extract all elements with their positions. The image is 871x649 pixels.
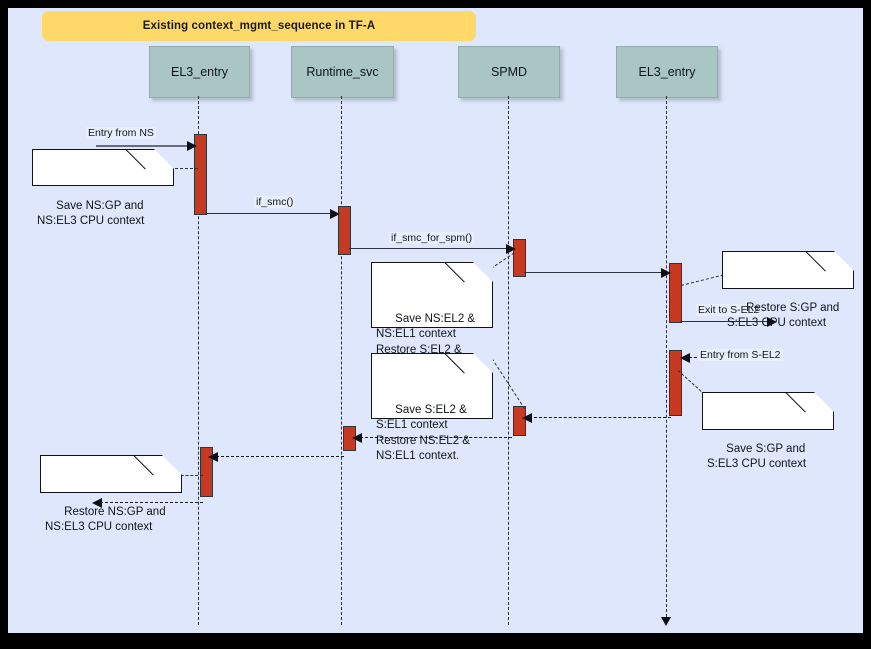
activation-runtime-svc-1 (338, 206, 351, 255)
note-save-s-gp: Save S:GP and S:EL3 CPU context (702, 392, 834, 470)
message-entry-from-ns-arrow-icon (187, 141, 197, 151)
participant-el3-entry-right[interactable]: EL3_entry (616, 46, 718, 98)
note-connector-2 (490, 252, 515, 269)
note-fold-icon (154, 149, 174, 169)
lifeline-spmd (508, 96, 509, 625)
message-if-smc-for-spm-line (349, 248, 511, 249)
message-spmd-to-el3-right-arrow-icon (661, 268, 671, 278)
note-fold-icon (473, 353, 493, 373)
message-spmd-to-el3-right-line (524, 272, 667, 273)
diagram-title: Existing context_mgmt_sequence in TF-A (142, 20, 376, 32)
message-entry-from-ns-line (96, 145, 191, 147)
message-entry-from-sel2-label: Entry from S-EL2 (698, 349, 783, 361)
participant-runtime-svc[interactable]: Runtime_svc (291, 46, 394, 98)
activation-el3-entry-right-2 (669, 350, 682, 416)
message-spmd-to-runtime-svc-arrow-icon (352, 433, 362, 443)
diagram-canvas: Existing context_mgmt_sequence in TF-A E… (8, 8, 863, 633)
note-restore-ns-gp: Restore NS:GP and NS:EL3 CPU context (40, 455, 182, 533)
note-text: Save NS:GP and NS:EL3 CPU context (37, 199, 145, 228)
message-runtime-svc-to-el3-left-arrow-icon (208, 452, 218, 462)
participant-spmd[interactable]: SPMD (458, 46, 560, 98)
participant-label: Runtime_svc (306, 65, 379, 79)
message-exit-to-sel2-line (680, 321, 772, 322)
note-save-s-el2: Save S:EL2 & S:EL1 context Restore NS:EL… (371, 353, 493, 462)
message-el3-left-exit-arrow-icon (92, 498, 102, 508)
message-exit-to-sel2-label: Exit to S-EL2 (696, 304, 762, 316)
note-save-ns-el2: Save NS:EL2 & NS:EL1 context Restore S:E… (371, 262, 493, 371)
lifeline-el3-entry-right (666, 96, 667, 617)
message-el3-right-to-spmd-arrow-icon (522, 413, 532, 423)
message-entry-from-sel2-arrow-icon (680, 353, 690, 363)
message-if-smc-label: if_smc() (254, 196, 296, 208)
participant-label: EL3_entry (638, 65, 696, 79)
message-spmd-to-runtime-svc-line (355, 437, 512, 438)
participant-label: SPMD (490, 65, 528, 79)
note-save-ns-gp: Save NS:GP and NS:EL3 CPU context (32, 149, 174, 227)
message-if-smc-for-spm-label: if_smc_for_spm() (389, 232, 475, 244)
note-fold-icon (162, 455, 182, 475)
activation-el3-entry-right-1 (669, 263, 682, 323)
note-connector-6 (171, 475, 203, 476)
message-runtime-svc-to-el3-left-line (211, 456, 344, 457)
message-entry-from-ns-label: Entry from NS (86, 127, 156, 139)
note-text: Restore S:GP and S:EL3 CPU context (727, 301, 840, 330)
note-fold-icon (834, 251, 854, 271)
note-text: Save S:EL2 & S:EL1 context Restore NS:EL… (376, 403, 470, 463)
participant-label: EL3_entry (171, 65, 228, 79)
note-fold-icon (814, 392, 834, 412)
message-if-smc-line (205, 213, 336, 214)
note-text: Restore NS:GP and NS:EL3 CPU context (45, 505, 166, 534)
note-restore-s-gp: Restore S:GP and S:EL3 CPU context (722, 251, 854, 329)
note-connector-1 (160, 168, 198, 169)
message-if-smc-arrow-icon (330, 209, 340, 219)
message-if-smc-for-spm-arrow-icon (506, 244, 516, 254)
activation-spmd-1 (513, 239, 526, 277)
message-el3-right-to-spmd-line (524, 417, 671, 418)
diagram-title-banner: Existing context_mgmt_sequence in TF-A (42, 11, 476, 41)
lifeline-end-arrow-icon (661, 617, 671, 626)
message-exit-to-sel2-arrow-icon (767, 317, 777, 327)
lifeline-runtime-svc (341, 96, 342, 625)
note-fold-icon (473, 262, 493, 282)
participant-el3-entry-left[interactable]: EL3_entry (149, 46, 250, 98)
activation-el3-entry-left-1 (194, 134, 207, 215)
note-connector-3 (680, 274, 724, 286)
message-el3-left-exit-line (100, 502, 203, 503)
note-text: Save S:GP and S:EL3 CPU context (707, 442, 807, 471)
lifeline-el3-entry-left (198, 96, 199, 625)
